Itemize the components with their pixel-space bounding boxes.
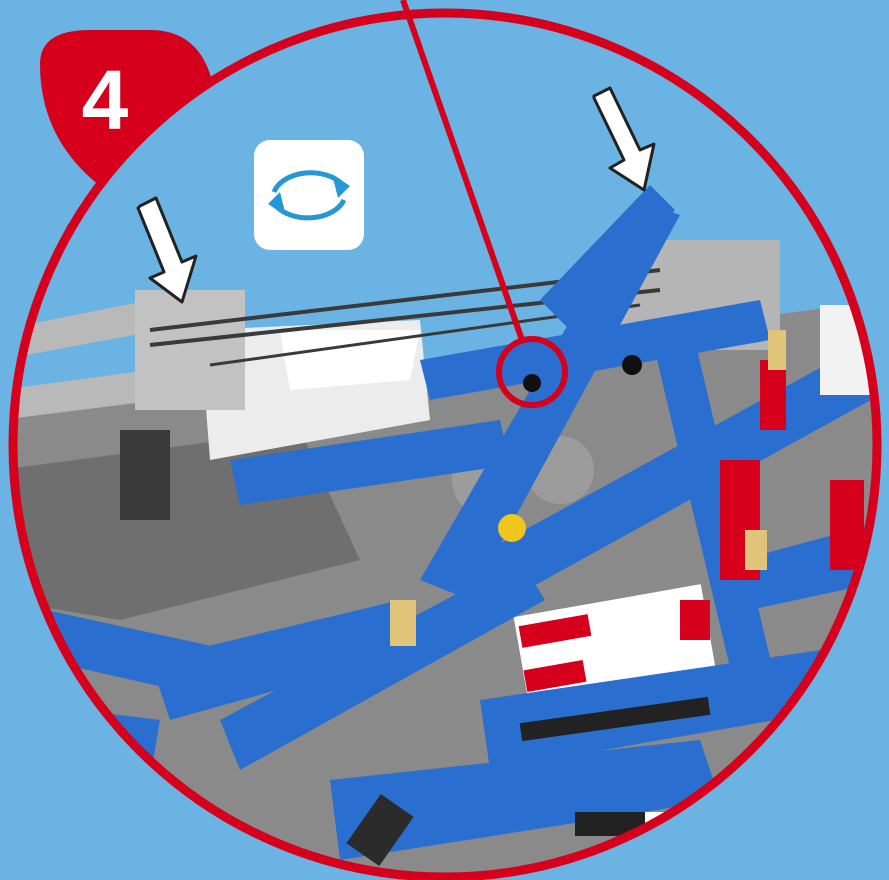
rotate-model-icon [254, 140, 364, 250]
step-number: 4 [60, 58, 150, 142]
